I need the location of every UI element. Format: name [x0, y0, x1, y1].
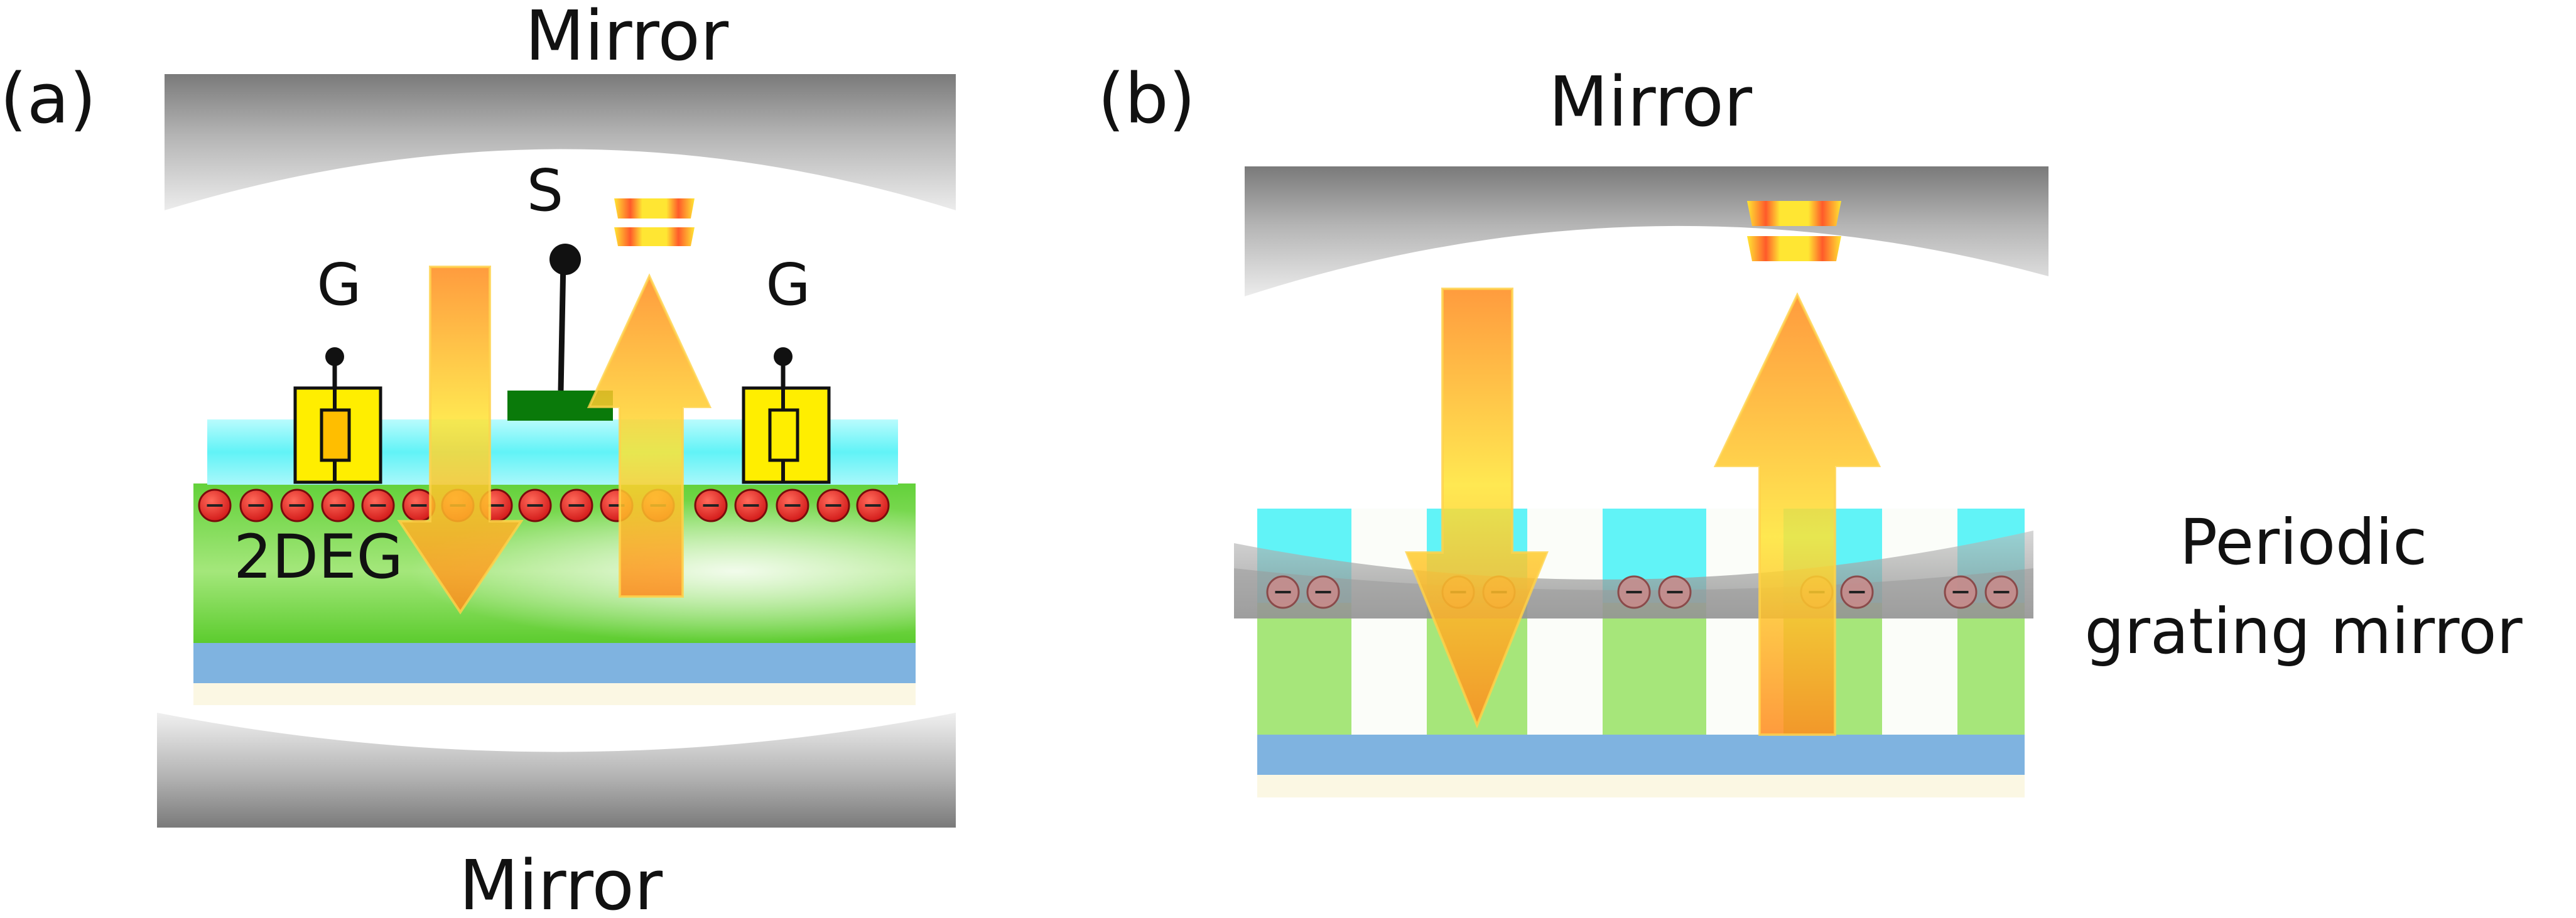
panel-a-base-layer: [193, 681, 916, 705]
panel-b-label: (b): [1098, 58, 1196, 139]
electron-icon: [1617, 575, 1651, 609]
panel-b-base-layer: [1257, 774, 2025, 797]
panel-a-substrate-layer: [193, 642, 916, 683]
electron-icon: [1984, 575, 2018, 609]
panel-b-grating-label-line2: grating mirror: [2084, 595, 2523, 668]
panel-a-source-label: S: [527, 157, 563, 224]
panel-b-substrate-layer: [1257, 733, 2025, 775]
electron-icon: [816, 489, 850, 522]
panel-a-mirror-bottom-label: Mirror: [459, 845, 663, 918]
panel-a-gate-left-label: G: [317, 251, 361, 318]
panel-a-top-mirror: [165, 74, 956, 210]
field-arrow-icon: [1713, 292, 1881, 736]
emission-icon: [614, 198, 695, 246]
electron-icon: [560, 489, 593, 522]
emission-icon: [1747, 201, 1841, 261]
electron-icon: [734, 489, 768, 522]
field-arrow-icon: [587, 273, 712, 598]
panel-a-source-pin: [558, 260, 566, 391]
panel-b-mirror-top-label: Mirror: [1549, 62, 1753, 142]
electron-icon: [1944, 575, 1978, 609]
electron-icon: [280, 489, 314, 522]
panel-a-mirror-top-label: Mirror: [525, 0, 729, 76]
electron-icon: [239, 489, 273, 522]
electron-icon: [1266, 575, 1300, 609]
field-arrow-icon: [1405, 288, 1549, 729]
gate-resistor-icon: [293, 347, 382, 484]
source-pin-icon: [549, 244, 581, 275]
panel-b-grating-label-line1: Periodic: [2180, 505, 2428, 579]
electron-icon: [198, 489, 232, 522]
electron-icon: [321, 489, 355, 522]
panel-b-top-mirror: [1245, 166, 2048, 296]
electron-icon: [1658, 575, 1692, 609]
electron-icon: [694, 489, 728, 522]
electron-icon: [361, 489, 395, 522]
panel-a-gate-right-label: G: [766, 251, 810, 318]
electron-icon: [856, 489, 890, 522]
panel-a-label: (a): [0, 58, 96, 139]
gate-resistor-icon: [742, 347, 831, 484]
grating-gap: [1351, 509, 1427, 735]
panel-a: (a) Mirror Mirror S G: [0, 0, 956, 918]
grating-gap: [1527, 509, 1603, 735]
electron-icon: [1306, 575, 1340, 609]
electron-icon: [776, 489, 809, 522]
panel-b: (b) Mirror Periodic grating mirror: [1098, 58, 2523, 797]
panel-b-grating: [1351, 509, 1957, 735]
electron-icon: [1840, 575, 1874, 609]
panel-a-channel-label: 2DEG: [234, 522, 403, 592]
field-arrow-icon: [397, 266, 524, 615]
electron-icon: [518, 489, 552, 522]
panel-a-electron-row: [198, 489, 890, 522]
grating-gap: [1882, 509, 1957, 735]
panel-a-bottom-mirror: [157, 713, 956, 828]
